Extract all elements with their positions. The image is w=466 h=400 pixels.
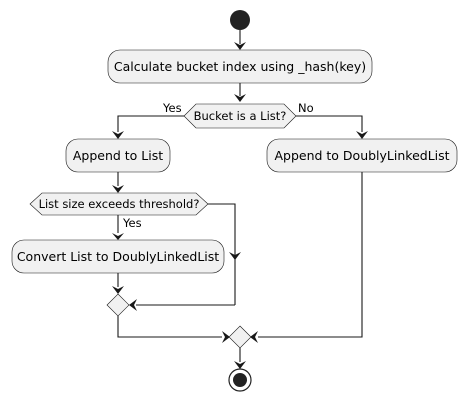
arrowhead	[112, 131, 124, 139]
decision-threshold-label: List size exceeds threshold?	[39, 197, 200, 211]
arrowhead	[112, 185, 124, 193]
branch-threshold-yes-label: Yes	[122, 216, 142, 230]
start-node	[230, 10, 250, 30]
decision-threshold: List size exceeds threshold?	[29, 192, 209, 216]
arrowhead	[222, 331, 230, 343]
action-append-list-label: Append to List	[73, 148, 163, 163]
arrowhead	[250, 331, 258, 343]
arrowhead	[112, 233, 124, 240]
action-append-to-list: Append to List	[65, 138, 171, 173]
arrowhead	[112, 286, 124, 294]
merge-node-final	[228, 325, 252, 349]
arrowhead	[234, 42, 246, 50]
arrowhead	[356, 131, 368, 139]
decision-is-list-label: Bucket is a List?	[194, 109, 287, 123]
edge-threshold-no	[208, 203, 236, 305]
merge-node-left	[106, 293, 130, 317]
action-append-dll-label: Append to DoublyLinkedList	[274, 148, 449, 163]
action-convert-list: Convert List to DoublyLinkedList	[11, 239, 225, 274]
action-calc-bucket-index: Calculate bucket index using _hash(key)	[107, 49, 373, 84]
decision-is-list: Bucket is a List?	[183, 103, 297, 129]
edge-no-append-dll	[296, 115, 363, 132]
arrowhead	[234, 94, 246, 102]
arrowhead	[229, 252, 241, 260]
arrowhead	[129, 299, 137, 311]
action-append-to-dll: Append to DoublyLinkedList	[266, 138, 458, 173]
edge-dll-final	[258, 172, 363, 338]
action-convert-label: Convert List to DoublyLinkedList	[17, 249, 219, 264]
end-node	[228, 368, 252, 392]
edge-left-merge-final	[117, 316, 222, 338]
arrowhead	[234, 361, 246, 369]
branch-yes-label: Yes	[162, 101, 182, 115]
action-calc-label: Calculate bucket index using _hash(key)	[114, 59, 366, 74]
branch-no-label: No	[298, 101, 314, 115]
edge-yes-append-list	[117, 115, 184, 132]
